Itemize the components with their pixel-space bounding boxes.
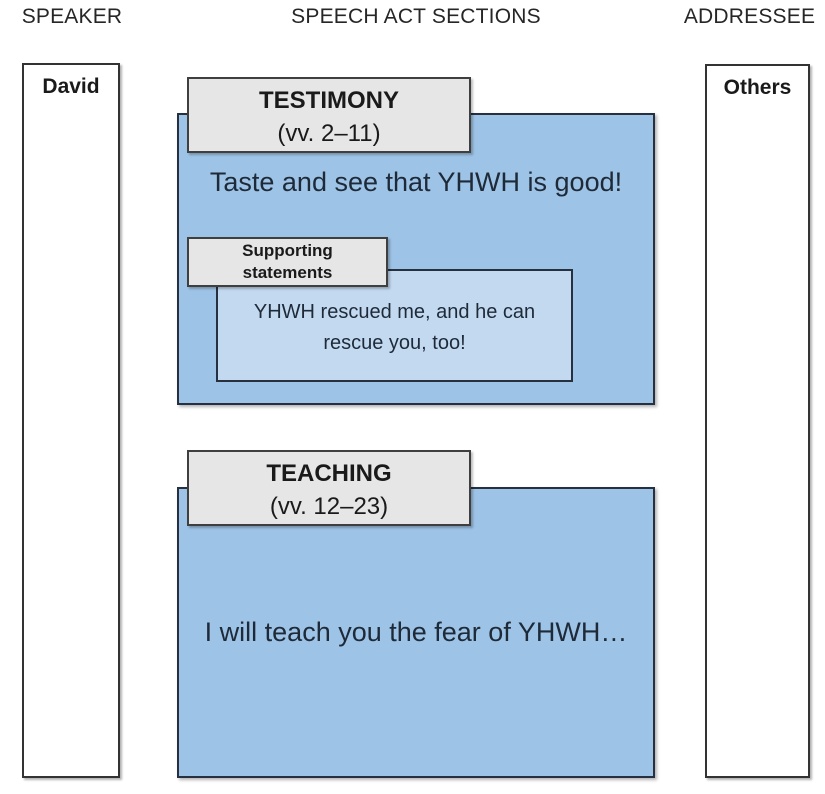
addressee-box: Others [705,64,810,778]
column-heading-speech-act-sections: SPEECH ACT SECTIONS [291,5,541,28]
teaching-section-box: I will teach you the fear of YHWH… [177,487,655,778]
column-heading-speaker: SPEAKER [21,5,123,28]
teaching-title: TEACHING [266,460,392,487]
column-heading-addressee: ADDRESSEE [683,5,816,28]
speaker-box: David [22,63,120,778]
supporting-statements-label-text: Supporting statements [242,241,333,282]
supporting-statements-label: Supporting statements [187,237,388,287]
testimony-header: TESTIMONY (vv. 2–11) [187,77,471,153]
addressee-label: Others [723,76,792,99]
teaching-verses: (vv. 12–23) [269,493,389,520]
testimony-main-statement: Taste and see that YHWH is good! [209,167,623,197]
testimony-verses: (vv. 2–11) [277,120,381,147]
supporting-statement-box: YHWH rescued me, and he can rescue you, … [216,269,573,382]
teaching-main-statement: I will teach you the fear of YHWH… [204,617,628,647]
speaker-label: David [42,75,100,98]
testimony-title: TESTIMONY [258,87,399,114]
teaching-header: TEACHING (vv. 12–23) [187,450,471,526]
supporting-statement-text: YHWH rescued me, and he can rescue you, … [253,301,536,354]
